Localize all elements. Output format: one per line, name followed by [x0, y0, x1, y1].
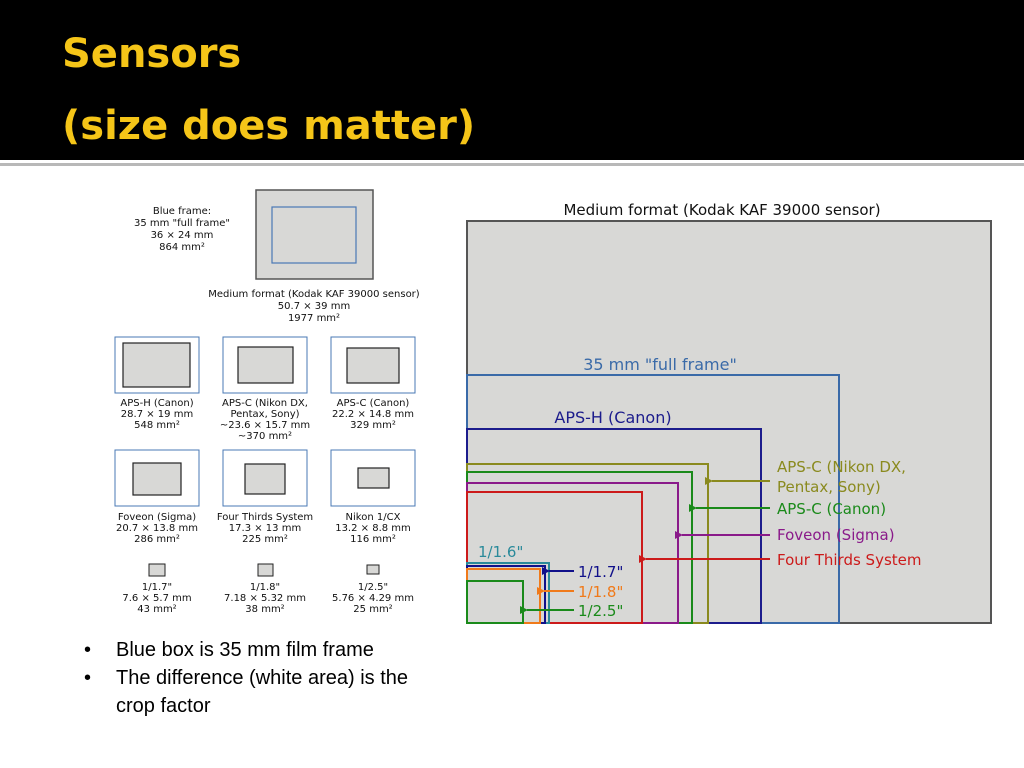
s-1-1-7-box — [148, 563, 166, 577]
s-1-1-7-label: 1/1.7" — [142, 582, 172, 593]
legend-line-2: 35 mm "full frame" — [134, 218, 230, 229]
rd-s-1-2-5-box — [466, 580, 524, 624]
s-1-1-8-dims: 7.18 × 5.32 mm — [224, 593, 306, 604]
legend-line-4: 864 mm² — [159, 242, 205, 253]
bullet-item: Blue box is 35 mm film frame — [84, 636, 444, 664]
rd-foveon-label: Foveon (Sigma) — [777, 526, 895, 544]
slide-subtitle: (size does matter) — [62, 103, 476, 149]
rd-s-1-1-8-label: 1/1.8" — [578, 583, 623, 601]
s-1-1-8-area: 38 mm² — [245, 604, 284, 615]
nikon-cx-area: 116 mm² — [350, 534, 396, 545]
title-bar: Sensors (size does matter) — [0, 0, 1024, 160]
aps-c-nikon-box — [237, 346, 294, 384]
aps-h-dims: 28.7 × 19 mm — [121, 409, 193, 420]
rd-full-frame-label: 35 mm "full frame" — [583, 355, 737, 374]
aps-h-label: APS-H (Canon) — [120, 398, 193, 409]
rd-s-1-1-6-label: 1/1.6" — [478, 543, 523, 561]
s-1-1-8-box — [257, 563, 274, 577]
medium-format-label: Medium format (Kodak KAF 39000 sensor) — [208, 289, 420, 300]
aps-c-canon-dims: 22.2 × 14.8 mm — [332, 409, 414, 420]
foveon-label: Foveon (Sigma) — [118, 512, 196, 523]
legend-line-1: Blue frame: — [153, 206, 211, 217]
aps-h-area: 548 mm² — [134, 420, 180, 431]
medium-format-box — [255, 189, 374, 280]
rd-s-1-2-5-label: 1/2.5" — [578, 602, 623, 620]
nikon-cx-dims: 13.2 × 8.8 mm — [335, 523, 411, 534]
rd-medium-format-box — [466, 220, 992, 624]
aps-c-canon-area: 329 mm² — [350, 420, 396, 431]
foveon-dims: 20.7 × 13.8 mm — [116, 523, 198, 534]
full-frame-overlay — [271, 206, 357, 264]
s-1-2-5-label: 1/2.5" — [358, 582, 388, 593]
divider-rule — [0, 163, 1024, 166]
rd-aps-h-label: APS-H (Canon) — [554, 408, 671, 427]
aps-c-canon-box — [346, 347, 400, 384]
four-thirds-label: Four Thirds System — [217, 512, 313, 523]
nikon-cx-box — [357, 467, 390, 489]
right-diagram: Medium format (Kodak KAF 39000 sensor) 3… — [466, 201, 992, 624]
aps-c-nikon-dims: ~23.6 × 15.7 mm — [220, 420, 310, 431]
aps-c-nikon-label-2: Pentax, Sony) — [230, 409, 299, 420]
s-1-1-8-label: 1/1.8" — [250, 582, 280, 593]
rd-aps-c-nikon-label-2: Pentax, Sony) — [777, 478, 881, 496]
rd-aps-c-nikon-label: APS-C (Nikon DX, — [777, 458, 906, 476]
foveon-area: 286 mm² — [134, 534, 180, 545]
foveon-box — [132, 462, 182, 496]
rd-s-1-1-7-label: 1/1.7" — [578, 563, 623, 581]
four-thirds-dims: 17.3 × 13 mm — [229, 523, 301, 534]
left-diagram: Blue frame: 35 mm "full frame" 36 × 24 m… — [114, 189, 420, 615]
rd-aps-c-canon-label: APS-C (Canon) — [777, 500, 886, 518]
medium-format-title: Medium format (Kodak KAF 39000 sensor) — [563, 201, 880, 219]
s-1-2-5-box — [366, 564, 380, 575]
legend-line-3: 36 × 24 mm — [151, 230, 214, 241]
aps-c-nikon-area: ~370 mm² — [238, 431, 292, 442]
four-thirds-area: 225 mm² — [242, 534, 288, 545]
medium-format-dims: 50.7 × 39 mm — [278, 301, 350, 312]
aps-h-box — [122, 342, 191, 388]
bullet-list: Blue box is 35 mm film frame The differe… — [84, 636, 444, 720]
slide-title: Sensors — [62, 31, 242, 77]
medium-format-area: 1977 mm² — [288, 313, 340, 324]
s-1-1-7-area: 43 mm² — [137, 604, 176, 615]
s-1-1-7-dims: 7.6 × 5.7 mm — [122, 593, 191, 604]
rd-four-thirds-label: Four Thirds System — [777, 551, 922, 569]
s-1-2-5-area: 25 mm² — [353, 604, 392, 615]
s-1-2-5-dims: 5.76 × 4.29 mm — [332, 593, 414, 604]
nikon-cx-label: Nikon 1/CX — [346, 512, 401, 523]
four-thirds-box — [244, 463, 286, 495]
aps-c-canon-label: APS-C (Canon) — [337, 398, 410, 409]
bullet-item: The difference (white area) is the crop … — [84, 664, 444, 720]
aps-c-nikon-label: APS-C (Nikon DX, — [222, 398, 308, 409]
